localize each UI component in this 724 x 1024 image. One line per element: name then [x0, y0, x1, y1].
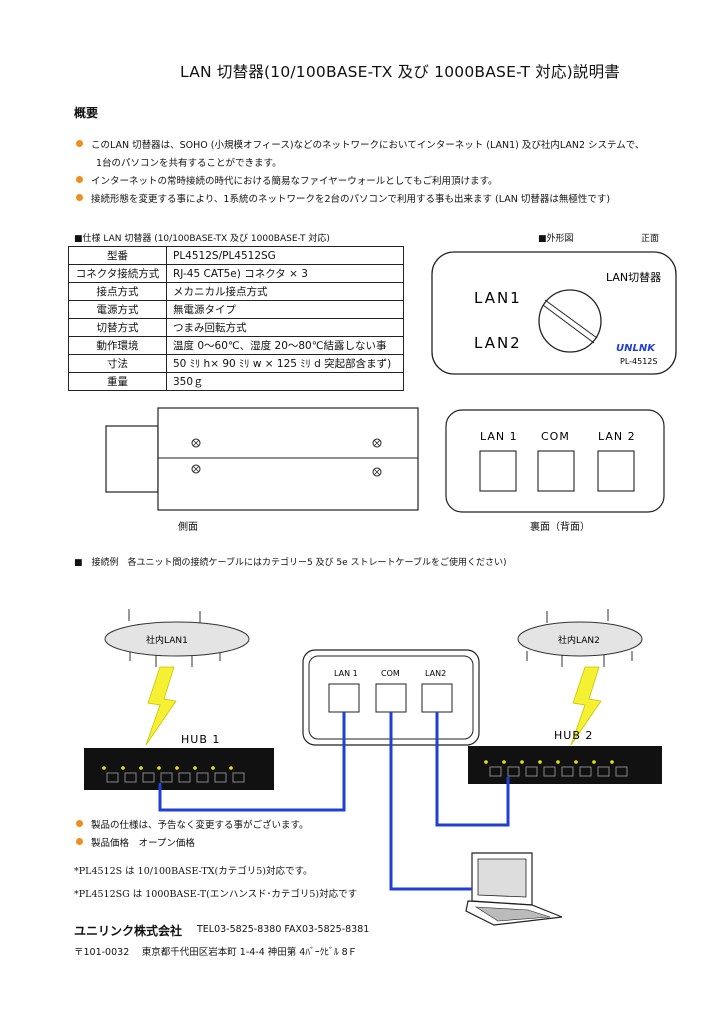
rj45-port-icon[interactable]	[597, 450, 635, 492]
rj45-port-icon[interactable]	[537, 450, 575, 492]
hub1-label: HUB 1	[181, 733, 220, 746]
note-bullet-1: 製品の仕様は、予告なく変更する事がございます。	[76, 819, 309, 833]
cloud2-label: 社内LAN2	[558, 634, 600, 646]
model-note-2: *PL4512SG は 1000BASE-T(エンハンスド･カテゴリ5)対応です	[74, 889, 358, 900]
spec-value: 無電源タイプ	[166, 300, 404, 319]
contact-tel-fax: TEL03-5825-8380 FAX03-5825-8381	[197, 924, 370, 935]
back-port-label: COM	[541, 430, 570, 443]
bullet-dot-icon	[76, 838, 83, 845]
rj45-port-icon	[328, 683, 360, 713]
back-port-label: LAN 1	[480, 430, 518, 443]
brand-logo: UNLNK	[616, 343, 656, 354]
bullet-dot-icon	[76, 194, 83, 201]
spec-row: 接点方式メカニカル接点方式	[68, 282, 404, 301]
screw-icon	[372, 438, 382, 448]
bullet-dot-icon	[76, 820, 83, 827]
screw-icon	[191, 438, 201, 448]
rj45-port-icon[interactable]	[479, 450, 517, 492]
spec-key: 寸法	[68, 354, 167, 373]
cloud-lan2: 社内LAN2	[517, 609, 643, 667]
overview-bullet-1-cont: 1台のパソコンを共有することができます。	[96, 158, 282, 169]
overview-bullet-2: インターネットの常時接続の時代における簡易なファイヤーウォールとしてもご利用頂け…	[76, 175, 498, 189]
model-text: PL-4512S	[620, 357, 657, 366]
rj45-port-icon	[421, 683, 453, 713]
hub1-device	[84, 748, 274, 790]
spec-value: 350ｇ	[166, 372, 404, 391]
exterior-label: ■外形図	[538, 234, 574, 244]
connection-diagram: 社内LAN1 社内LAN2 HUB 1 HUB 2 LAN 1 COM LAN2	[84, 609, 662, 926]
spec-row: 切替方式つまみ回転方式	[68, 318, 404, 337]
lightning-bolt-icon	[570, 666, 602, 746]
lightning-bolt-icon	[145, 666, 177, 746]
spec-value: つまみ回転方式	[166, 318, 404, 337]
spec-key: 重量	[68, 372, 167, 391]
screw-icon	[372, 467, 382, 477]
spec-heading: ■仕様 LAN 切替器 (10/100BASE-TX 及び 1000BASE-T…	[74, 234, 330, 244]
overview-bullet-3: 接続形態を変更する事により、1系統のネットワークを2台のパソコンで利用する事も出…	[76, 193, 610, 207]
spec-key: コネクタ接続方式	[68, 264, 167, 283]
overview-heading: 概要	[74, 106, 99, 120]
spec-key: 接点方式	[68, 282, 167, 301]
cloud-lan1: 社内LAN1	[104, 609, 250, 667]
rj45-port-icon	[375, 683, 407, 713]
hub2-device	[468, 746, 662, 784]
spec-key: 電源方式	[68, 300, 167, 319]
laptop-icon	[465, 852, 563, 926]
cloud1-label: 社内LAN1	[146, 634, 188, 646]
side-view-diagram	[105, 407, 419, 511]
spec-value: RJ-45 CAT5e) コネクタ × 3	[166, 264, 404, 283]
network-cables	[158, 712, 510, 891]
spec-key: 切替方式	[68, 318, 167, 337]
side-caption: 側面	[178, 522, 198, 533]
bullet-dot-icon	[76, 140, 83, 147]
front-lan1-label: LAN1	[474, 289, 522, 307]
overview-bullet-1: このLAN 切替器は、SOHO (小規模オフィース)などのネットワークにおいてイ…	[76, 139, 644, 153]
bullet-dot-icon	[76, 176, 83, 183]
screw-icon	[191, 464, 201, 474]
spec-value: メカニカル接点方式	[166, 282, 404, 301]
front-label: 正面	[641, 234, 660, 244]
device-name-text: LAN切替器	[606, 270, 661, 284]
note-bullet-2: 製品価格 オープン価格	[76, 837, 195, 851]
back-port-label: LAN 2	[598, 430, 636, 443]
switch-port-label: LAN 1	[334, 669, 358, 678]
spec-value: PL4512S/PL4512SG	[166, 246, 404, 265]
spec-value: 温度 0～60℃、湿度 20～80℃結露しない事	[166, 336, 404, 355]
back-caption: 裏面（背面）	[530, 522, 590, 533]
spec-value: 50 ﾐﾘ h× 90 ﾐﾘ w × 125 ﾐﾘ d 突起部含まず)	[166, 354, 404, 373]
company-address: 〒101-0032 東京都千代田区岩本町 1-4-4 神田第 4ﾊﾞｰｸﾋﾞﾙ …	[74, 947, 358, 958]
back-view-diagram: LAN 1 COM LAN 2	[445, 409, 665, 513]
selector-knob-icon[interactable]	[538, 289, 602, 353]
hub2-label: HUB 2	[554, 729, 593, 742]
page-title: LAN 切替器(10/100BASE-TX 及び 1000BASE-T 対応)説…	[180, 63, 621, 81]
switch-port-label: LAN2	[425, 669, 446, 678]
spec-key: 型番	[68, 246, 167, 265]
switch-port-label: COM	[381, 669, 400, 678]
spec-key: 動作環境	[68, 336, 167, 355]
front-view-diagram: LAN切替器 LAN1 LAN2 UNLNK PL-4512S	[431, 251, 677, 375]
company-name: ユニリンク株式会社	[74, 924, 183, 938]
connection-label: ■ 接続例 各ユニット間の接続ケーブルにはカテゴリー5 及び 5e ストレートケ…	[74, 558, 507, 568]
spec-row: 動作環境温度 0～60℃、湿度 20～80℃結露しない事	[68, 336, 404, 355]
spec-row: 電源方式無電源タイプ	[68, 300, 404, 319]
model-note-1: *PL4512S は 10/100BASE-TX(カテゴリ5)対応です。	[74, 866, 313, 877]
front-lan2-label: LAN2	[474, 334, 522, 352]
